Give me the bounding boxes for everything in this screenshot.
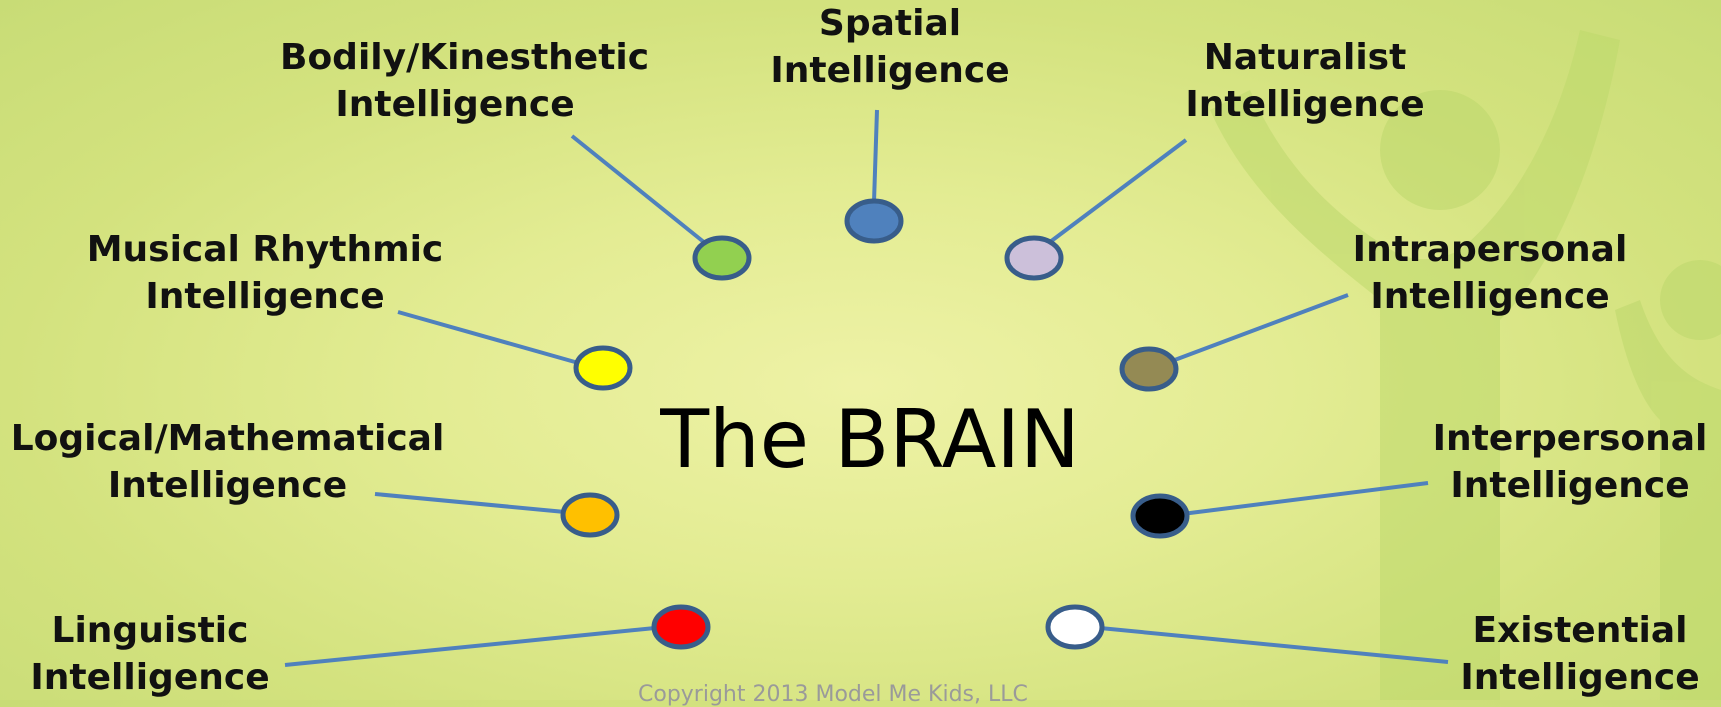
dot-naturalist	[1004, 235, 1064, 281]
label-spatial-line2: Intelligence	[770, 50, 1010, 91]
dot-bodily	[692, 235, 752, 281]
label-musical-line2: Intelligence	[145, 276, 385, 317]
connector-linguistic	[284, 626, 656, 667]
dot-spatial	[844, 198, 904, 244]
connector-intrapersonal	[1171, 293, 1349, 363]
dot-existential	[1045, 604, 1105, 650]
label-naturalist-line2: Intelligence	[1185, 84, 1425, 125]
diagram-title: The BRAIN	[660, 393, 1080, 486]
label-existential: Existential Intelligence	[1445, 607, 1715, 701]
connector-musical	[397, 310, 583, 366]
label-logical-line2: Intelligence	[107, 465, 348, 506]
label-interpersonal-line2: Intelligence	[1450, 465, 1690, 506]
label-linguistic-line2: Intelligence	[30, 657, 270, 698]
label-musical: Musical Rhythmic Intelligence	[85, 226, 445, 320]
label-interpersonal: Interpersonal Intelligence	[1420, 415, 1720, 509]
dot-interpersonal	[1130, 493, 1190, 539]
dot-intrapersonal	[1119, 346, 1179, 392]
label-intrapersonal-line2: Intelligence	[1370, 276, 1610, 317]
connector-bodily	[570, 134, 707, 245]
label-logical: Logical/Mathematical Intelligence	[0, 415, 455, 509]
connector-naturalist	[1048, 138, 1188, 244]
label-naturalist: Naturalist Intelligence	[1180, 34, 1430, 128]
label-existential-line2: Intelligence	[1460, 657, 1700, 698]
label-spatial-line1: Spatial	[818, 3, 962, 44]
label-existential-line1: Existential	[1472, 610, 1688, 651]
label-musical-line1: Musical Rhythmic	[86, 229, 444, 270]
label-bodily-line2: Intelligence	[335, 84, 575, 125]
label-logical-line1: Logical/Mathematical	[10, 418, 445, 459]
connector-interpersonal	[1181, 481, 1429, 516]
dot-linguistic	[651, 604, 711, 650]
label-naturalist-line1: Naturalist	[1203, 37, 1407, 78]
label-interpersonal-line1: Interpersonal	[1432, 418, 1708, 459]
copyright-notice: Copyright 2013 Model Me Kids, LLC	[638, 682, 1028, 707]
connector-existential	[1099, 626, 1449, 664]
label-linguistic-line1: Linguistic	[51, 610, 249, 651]
dot-logical	[560, 492, 620, 538]
connector-spatial	[872, 109, 879, 203]
label-bodily: Bodily/Kinesthetic Intelligence	[280, 34, 650, 128]
label-bodily-line1: Bodily/Kinesthetic	[280, 37, 650, 78]
dot-musical	[573, 345, 633, 391]
label-linguistic: Linguistic Intelligence	[0, 607, 300, 701]
connector-logical	[374, 492, 566, 514]
label-intrapersonal-line1: Intrapersonal	[1352, 229, 1628, 270]
label-spatial: Spatial Intelligence	[760, 0, 1020, 94]
label-intrapersonal: Intrapersonal Intelligence	[1345, 226, 1635, 320]
